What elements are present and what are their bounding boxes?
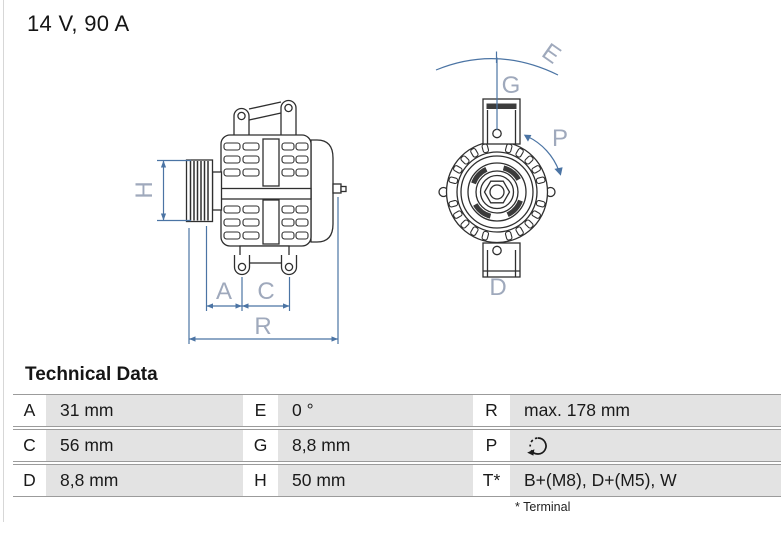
spec-value-E: 0 ° bbox=[278, 395, 473, 426]
top-ear-right-hole bbox=[284, 103, 293, 113]
rear-cover bbox=[310, 139, 334, 243]
rotation-direction-icon bbox=[527, 436, 547, 456]
spec-value-D: 8,8 mm bbox=[46, 465, 243, 496]
spec-value-A: 31 mm bbox=[46, 395, 243, 426]
shaft-center bbox=[489, 184, 505, 200]
dimension-arrowheads bbox=[160, 160, 338, 342]
front-top-lug-hole bbox=[492, 128, 502, 139]
terminal-stud bbox=[332, 183, 342, 194]
spec-key-E: E bbox=[243, 395, 278, 426]
rotation-arrow-P bbox=[527, 135, 560, 172]
spec-key-A: A bbox=[13, 395, 46, 426]
spec-key-P: P bbox=[473, 430, 510, 461]
bottom-lug-left-hole bbox=[237, 262, 247, 272]
spec-value-T: B+(M8), D+(M5), W bbox=[510, 465, 781, 496]
pulley-hub bbox=[211, 171, 223, 211]
spec-key-D: D bbox=[13, 465, 46, 496]
side-view-dimension-labels: H A C R bbox=[131, 181, 275, 340]
front-view-dimensions bbox=[435, 51, 563, 176]
alternator-side-view bbox=[185, 99, 347, 276]
bottom-bracket bbox=[239, 245, 290, 264]
dim-label-R: R bbox=[254, 313, 271, 340]
dim-label-E: E bbox=[537, 38, 566, 69]
through-bolt bbox=[216, 187, 312, 200]
claw-pole-segments bbox=[471, 165, 523, 219]
spec-value-C: 56 mm bbox=[46, 430, 243, 461]
table-heading: Technical Data bbox=[25, 364, 158, 385]
left-border-line bbox=[3, 0, 4, 522]
front-bottom-lug bbox=[482, 242, 521, 278]
technical-data-section: Technical Data A 31 mm E 0 ° R max. 178 … bbox=[13, 364, 781, 514]
spec-key-C: C bbox=[13, 430, 46, 461]
table-row: D 8,8 mm H 50 mm T* B+(M8), D+(M5), W bbox=[13, 464, 781, 497]
dim-label-G: G bbox=[502, 72, 521, 99]
spec-value-H: 50 mm bbox=[278, 465, 473, 496]
dim-label-A: A bbox=[216, 278, 232, 305]
bottom-lug-right-hole bbox=[284, 262, 294, 272]
spec-key-T: T* bbox=[473, 465, 510, 496]
front-bottom-lug-hole bbox=[492, 245, 502, 256]
spec-key-R: R bbox=[473, 395, 510, 426]
dim-label-P: P bbox=[552, 125, 568, 152]
alternator-front-view bbox=[438, 98, 556, 278]
spec-value-P bbox=[510, 430, 781, 461]
spec-key-H: H bbox=[243, 465, 278, 496]
table-row: A 31 mm E 0 ° R max. 178 mm bbox=[13, 394, 781, 427]
table-row: C 56 mm G 8,8 mm P bbox=[13, 429, 781, 462]
side-view-dimensions bbox=[157, 159, 339, 344]
page-title: 14 V, 90 A bbox=[27, 11, 130, 36]
spec-value-R: max. 178 mm bbox=[510, 395, 781, 426]
spec-key-G: G bbox=[243, 430, 278, 461]
top-ear-left-hole bbox=[237, 111, 246, 121]
spec-value-G: 8,8 mm bbox=[278, 430, 473, 461]
dim-label-D: D bbox=[489, 274, 506, 301]
dim-label-C: C bbox=[257, 278, 274, 305]
dim-label-H: H bbox=[131, 181, 158, 198]
terminal-footnote: * Terminal bbox=[515, 500, 571, 514]
